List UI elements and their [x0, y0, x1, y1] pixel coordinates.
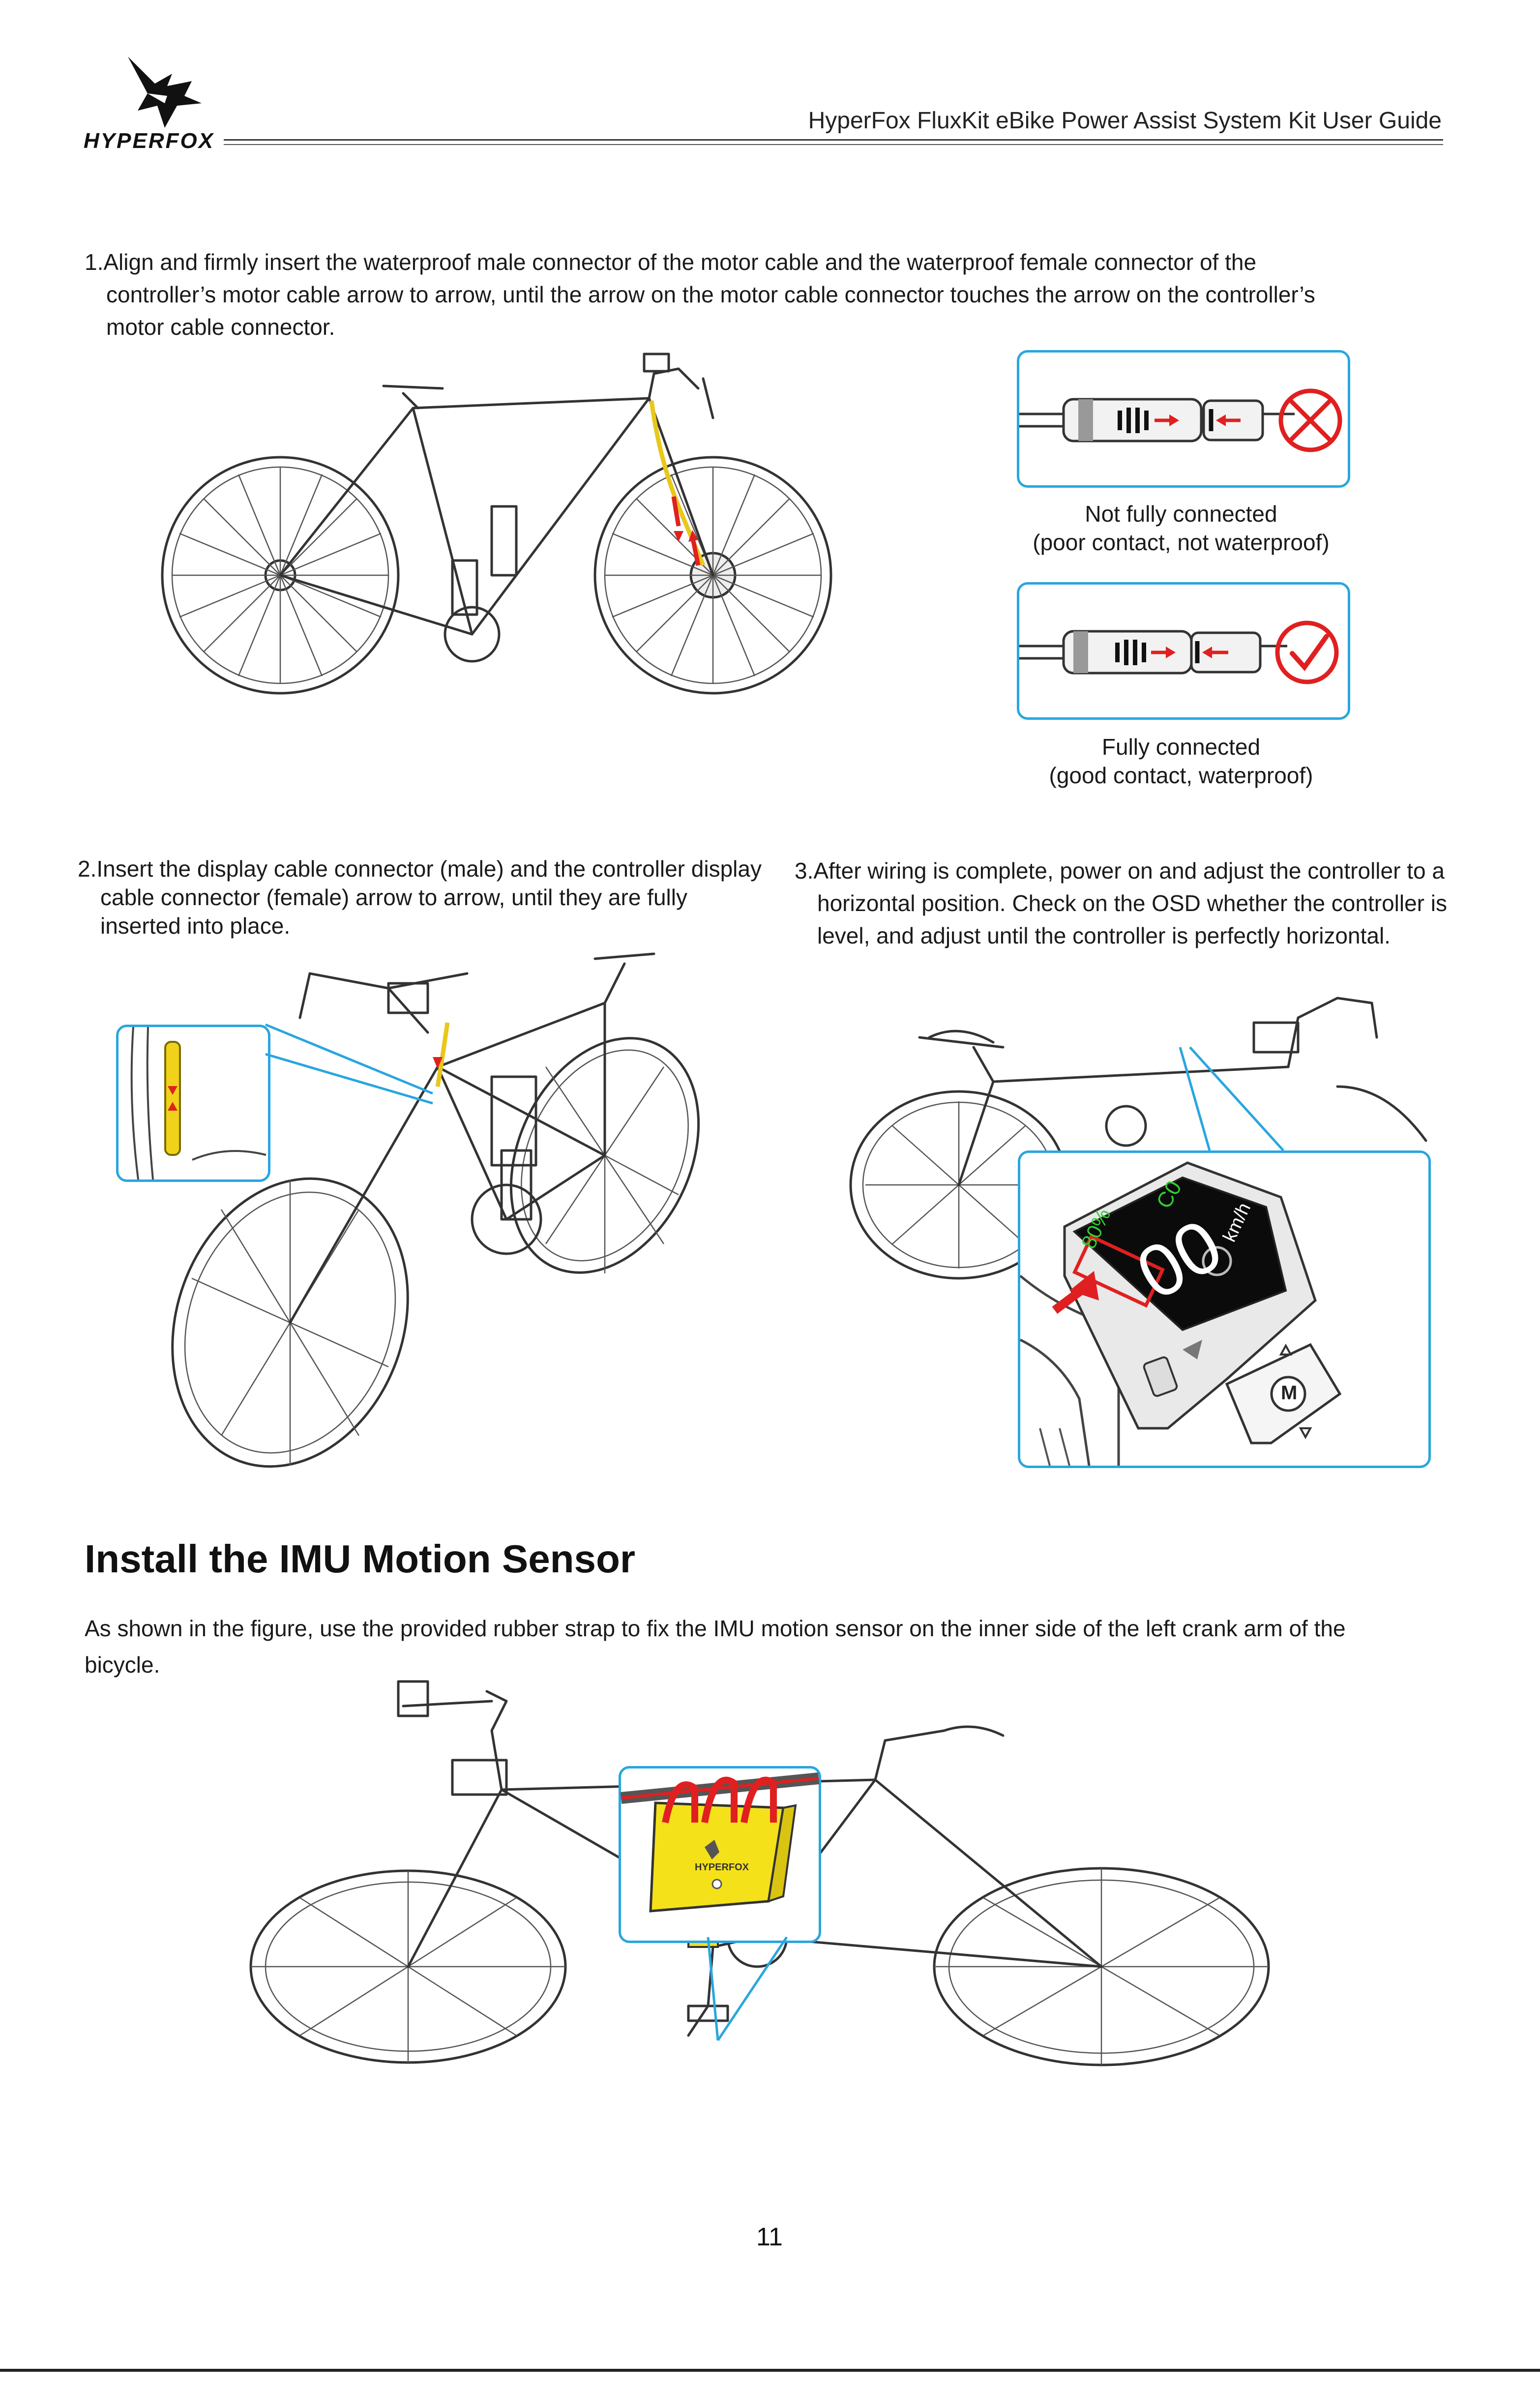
document-title: HyperFox FluxKit eBike Power Assist Syst… [808, 108, 1442, 134]
callout-not-fully-connected [1017, 350, 1350, 488]
sensor-brand-label: HYPERFOX [695, 1862, 749, 1873]
footer-rule [0, 2369, 1540, 2372]
bike-illustration-controller [849, 997, 1427, 1280]
callout-display-connector [116, 1025, 270, 1182]
fox-logo-icon [128, 57, 202, 128]
callout-imu-sensor: HYPERFOX [619, 1766, 821, 1943]
logo-text: HYPERFOX [84, 129, 215, 153]
step-3-text: 3.After wiring is complete, power on and… [795, 858, 1447, 948]
connector-partial-illustration [1019, 388, 1342, 452]
step-1-text: 1.Align and firmly insert the waterproof… [85, 249, 1315, 340]
display-illustration [1019, 1161, 1342, 1466]
caption-not-fully-connected: Not fully connected (poor contact, not w… [1033, 501, 1330, 555]
bike-illustration-motor-cable [161, 353, 832, 695]
page-number: 11 [756, 2223, 783, 2251]
callout-pointer-lines [265, 1023, 433, 1105]
callout-display-closeup: 80% C0 00 km/h M [1018, 1150, 1431, 1468]
connector-full-illustration [1019, 620, 1339, 684]
imu-sensor-closeup [620, 1772, 820, 1913]
step-2-text: 2.Insert the display cable connector (ma… [78, 856, 762, 939]
imu-section-text: As shown in the figure, use the provided… [85, 1616, 1346, 1678]
callout-pointer-lines-imu [707, 1936, 788, 2041]
page-header: HYPERFOX HyperFox FluxKit eBike Power As… [0, 0, 1540, 157]
header-rule [224, 139, 1443, 141]
header-rule-thin [224, 144, 1443, 145]
callout-pointer-lines-display [1179, 1046, 1284, 1151]
imu-section-heading: Install the IMU Motion Sensor [85, 1537, 636, 1581]
bike-illustration-display-cable [171, 952, 700, 1468]
caption-fully-connected: Fully connected (good contact, waterproo… [1049, 734, 1313, 788]
mode-button[interactable]: M [1281, 1382, 1298, 1404]
callout-fully-connected [1017, 582, 1350, 720]
display-connector-closeup [130, 1027, 267, 1180]
